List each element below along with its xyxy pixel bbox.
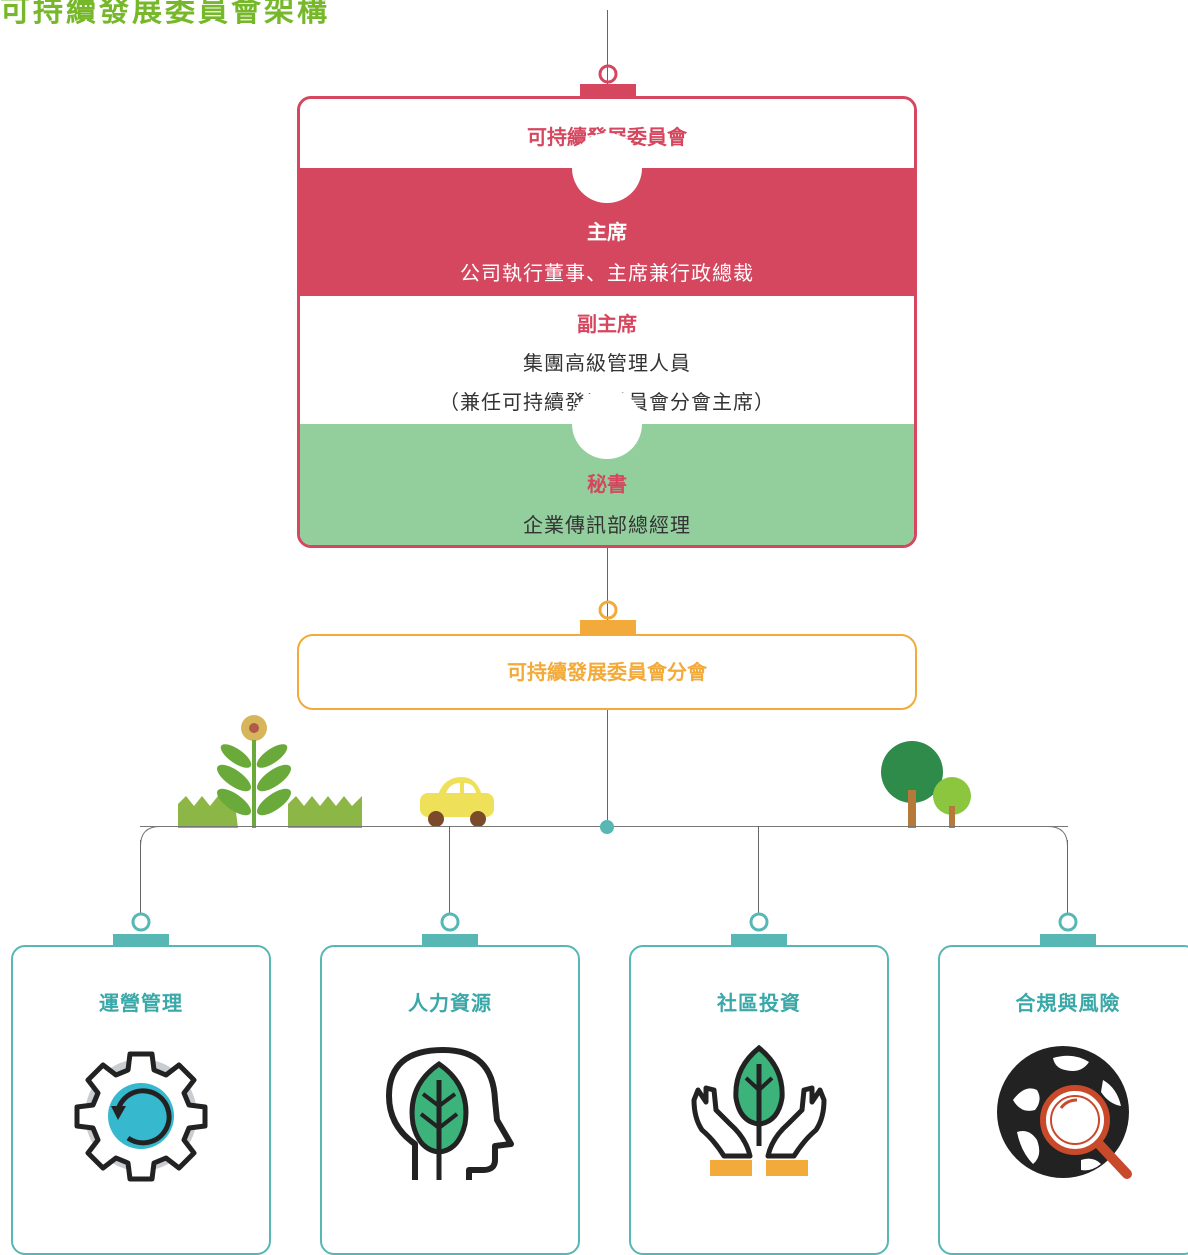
unit-title: 人力資源: [408, 991, 492, 1015]
unit-card-hr: 人力資源: [320, 945, 580, 1255]
secretary-section: 秘書 企業傳訊部總經理: [300, 389, 914, 545]
hands-leaf-icon: [691, 1044, 827, 1176]
globe-magnifier-icon: [997, 1046, 1132, 1179]
branch-node: [600, 820, 614, 834]
unit-card-operations: 運營管理: [11, 945, 271, 1255]
vice-desc-1: 集團高級管理人員: [523, 351, 691, 375]
drop-line-3: [758, 826, 759, 915]
unit-title: 合規與風險: [1015, 991, 1121, 1015]
subcommittee-title: 可持續發展委員會分會: [507, 660, 707, 684]
grass-icon: [178, 796, 362, 828]
chair-section: 主席 公司執行董事、主席兼行政總裁: [300, 133, 914, 296]
secretary-desc: 企業傳訊部總經理: [523, 513, 691, 537]
puzzle-notch: [572, 389, 642, 459]
connector-line-middle: [607, 548, 608, 626]
page-title: 可持續發展委員會架構: [0, 0, 330, 29]
subcommittee-box: 可持續發展委員會分會: [297, 634, 917, 710]
gear-icon: [74, 1051, 208, 1182]
branch-corner-right: [1048, 826, 1068, 846]
tree-icon: [881, 741, 971, 828]
connector-line-bottom: [607, 710, 608, 827]
committee-box: 可持續發展委員會 主席 公司執行董事、主席兼行政總裁 副主席 集團高級管理人員 …: [297, 96, 917, 548]
drop-line-4: [1067, 840, 1068, 915]
unit-card-compliance: 合規與風險: [938, 945, 1188, 1255]
unit-card-community: 社區投資: [629, 945, 889, 1255]
puzzle-notch: [572, 133, 642, 203]
connector-line-top: [607, 10, 608, 90]
chair-desc: 公司執行董事、主席兼行政總裁: [460, 261, 754, 285]
branch-corner-left: [140, 826, 160, 846]
flower-icon: [216, 715, 292, 828]
head-leaf-icon: [386, 1047, 514, 1180]
car-icon: [420, 777, 494, 827]
secretary-label: 秘書: [587, 472, 627, 496]
chair-label: 主席: [587, 220, 627, 244]
vice-label: 副主席: [577, 312, 637, 336]
drop-line-1: [140, 840, 141, 915]
drop-line-2: [449, 826, 450, 915]
unit-title: 社區投資: [717, 991, 801, 1015]
unit-title: 運營管理: [99, 991, 183, 1015]
